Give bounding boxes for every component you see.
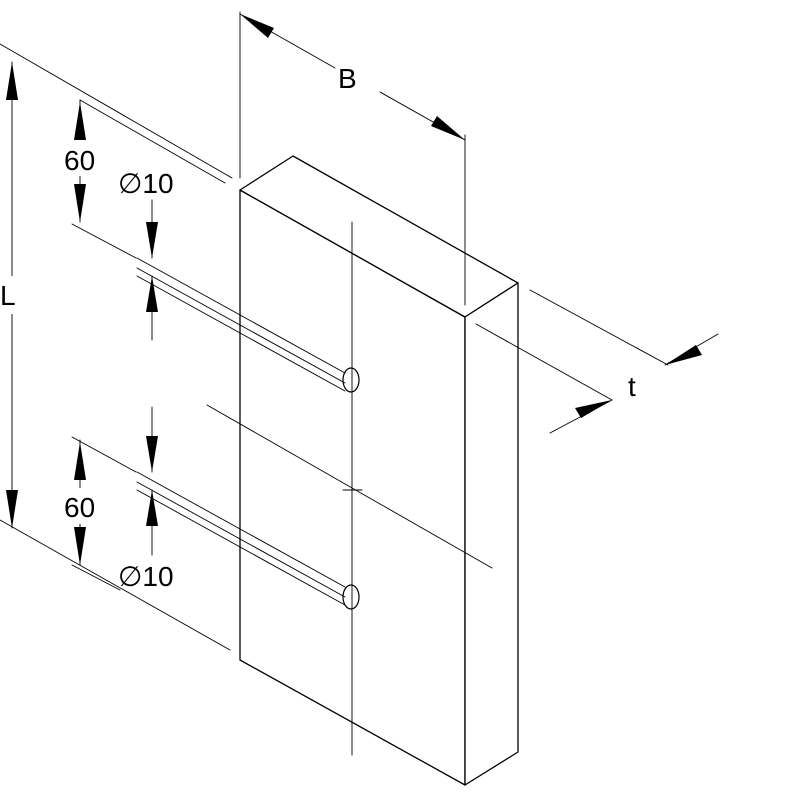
length-label: L	[0, 280, 16, 311]
extension-lines	[0, 11, 669, 651]
horizontal-center-line	[206, 404, 493, 569]
lower-hole	[136, 471, 360, 610]
center-lines	[206, 221, 493, 756]
offset-top-label: 60	[64, 145, 95, 176]
width-label: B	[338, 63, 357, 94]
offset-bottom-label: 60	[64, 492, 95, 523]
dimension-hole-diameter-bottom: ∅10	[118, 406, 174, 592]
upper-hole-opening	[342, 367, 360, 393]
upper-hole	[136, 257, 360, 393]
dimension-hole-diameter-top: ∅10	[118, 168, 174, 341]
hole-diameter-top-label: ∅10	[118, 168, 174, 199]
hole-diameter-bottom-label: ∅10	[118, 561, 174, 592]
dimension-offset-top: 60	[62, 99, 104, 223]
dimension-length: L	[0, 61, 26, 529]
dimension-thickness: t	[549, 333, 719, 434]
dimension-width: B	[239, 13, 466, 141]
lower-hole-opening	[342, 584, 360, 610]
block-body	[239, 155, 519, 786]
thickness-label: t	[628, 371, 636, 402]
block-side-face	[464, 282, 519, 786]
dimension-offset-bottom: 60	[62, 439, 104, 566]
